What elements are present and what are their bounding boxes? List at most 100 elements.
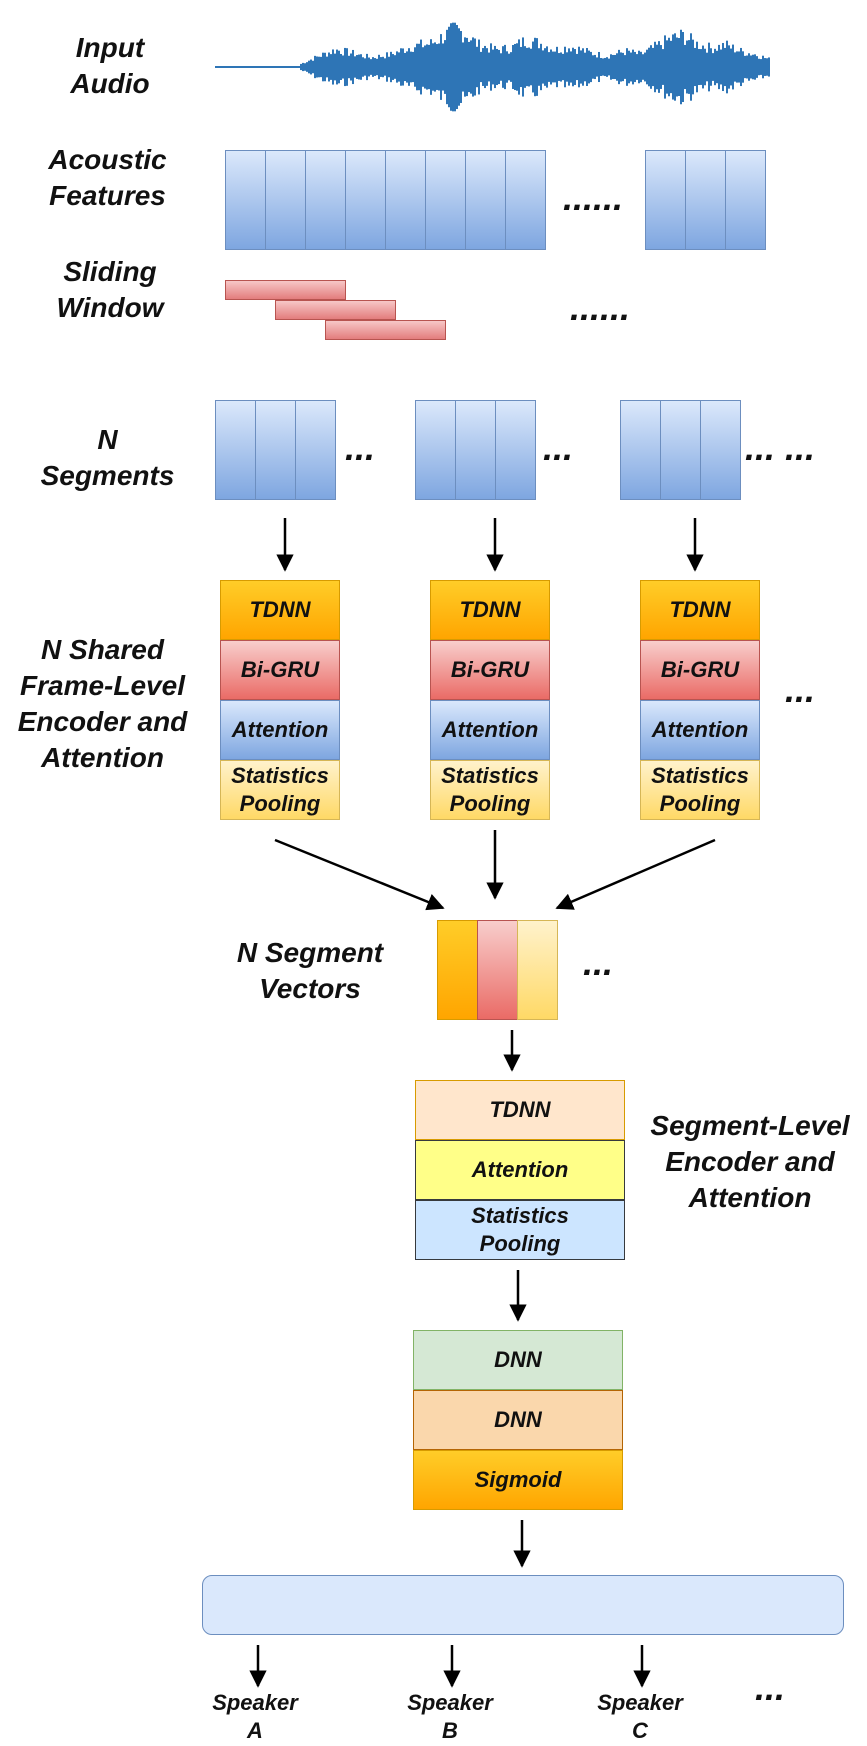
segment-2-ellipsis: ... [543, 427, 574, 468]
pooling-line: Pooling [659, 791, 741, 816]
waveform-sample [474, 38, 476, 96]
waveform-sample [356, 55, 358, 79]
waveform-sample [502, 46, 504, 88]
waveform-sample [536, 38, 538, 96]
waveform-sample [748, 53, 750, 81]
segment-frame [415, 400, 456, 500]
waveform-sample [702, 45, 704, 89]
feature-frame [505, 150, 546, 250]
bigru-block: Bi-GRU [220, 640, 340, 700]
arrow-encoder3-to-vectors [555, 838, 716, 910]
waveform-sample [582, 48, 584, 86]
label-line: Encoder and [665, 1146, 835, 1177]
waveform-sample [414, 47, 416, 87]
waveform-sample [588, 50, 590, 84]
waveform-sample [310, 59, 312, 75]
segment-vector [477, 920, 518, 1020]
waveform-sample [362, 57, 364, 77]
waveform-sample [558, 53, 560, 81]
waveform-sample [752, 54, 754, 80]
waveform-sample [434, 42, 436, 92]
waveform-sample [322, 52, 324, 82]
waveform-sample [364, 58, 366, 76]
waveform-sample [306, 62, 308, 72]
waveform-sample [534, 37, 536, 97]
label-acoustic-features: Acoustic Features [20, 142, 195, 214]
waveform-sample [722, 42, 724, 92]
features-ellipsis: ...... [563, 177, 624, 218]
speaker-line: C [632, 1718, 648, 1743]
waveform-sample [546, 46, 548, 88]
waveform-sample [332, 49, 334, 85]
waveform-sample [606, 57, 608, 77]
waveform-sample [580, 50, 582, 84]
segment-frame [295, 400, 336, 500]
waveform-sample [320, 56, 322, 78]
waveform-sample [432, 43, 434, 91]
label-line: Vectors [259, 973, 361, 1004]
waveform-sample [316, 56, 318, 78]
attention-block: Attention [220, 700, 340, 760]
waveform-sample [384, 58, 386, 76]
waveform-sample [682, 32, 684, 102]
waveform-sample [480, 51, 482, 83]
waveform-sample [678, 38, 680, 96]
waveform-sample [626, 48, 628, 86]
statistics-pooling-block: Statistics Pooling [430, 760, 550, 820]
waveform-sample [676, 37, 678, 97]
tdnn-block: TDNN [640, 580, 760, 640]
waveform-sample [760, 59, 762, 75]
label-line: Window [56, 292, 164, 323]
waveform-sample [586, 48, 588, 86]
waveform-sample [640, 51, 642, 83]
speaker-b-label: Speaker B [390, 1688, 510, 1746]
waveform-sample [496, 48, 498, 86]
waveform-sample [728, 45, 730, 89]
waveform-sample [616, 53, 618, 81]
waveform-sample [708, 42, 710, 92]
waveform-sample [742, 51, 744, 83]
waveform-sample [508, 53, 510, 81]
waveform-sample [472, 37, 474, 97]
waveform-sample [328, 52, 330, 82]
bigru-block: Bi-GRU [640, 640, 760, 700]
waveform-sample [422, 47, 424, 87]
waveform-sample [452, 22, 454, 112]
label-segment-level-encoder: Segment-Level Encoder and Attention [635, 1108, 865, 1216]
waveform-sample [764, 58, 766, 76]
dnn-block-2: DNN [413, 1390, 623, 1450]
waveform-sample [604, 57, 606, 77]
waveform-sample [690, 33, 692, 101]
waveform-sample [664, 35, 666, 99]
waveform-sample [360, 54, 362, 80]
waveform-sample [556, 46, 558, 88]
waveform-sample [366, 53, 368, 81]
segment-frame [495, 400, 536, 500]
feature-frame [645, 150, 686, 250]
waveform-sample [476, 46, 478, 88]
waveform-sample [482, 48, 484, 86]
waveform-sample [592, 55, 594, 79]
waveform-sample [470, 40, 472, 94]
waveform-sample [666, 40, 668, 94]
waveform-sample [504, 44, 506, 90]
waveform-sample [312, 60, 314, 74]
waveform-sample [680, 29, 682, 105]
waveform-sample [618, 49, 620, 85]
waveform-sample [540, 43, 542, 91]
speakers-ellipsis: ... [755, 1667, 786, 1708]
label-line: Attention [41, 742, 164, 773]
segment-frame [700, 400, 741, 500]
waveform-sample [410, 51, 412, 83]
waveform-sample [578, 46, 580, 88]
dnn-block-1: DNN [413, 1330, 623, 1390]
waveform-sample [396, 51, 398, 83]
waveform-sample [568, 48, 570, 86]
waveform-sample [712, 53, 714, 81]
waveform-sample [538, 48, 540, 86]
waveform-sample [424, 45, 426, 89]
waveform-sample [302, 62, 304, 72]
waveform-sample [600, 57, 602, 77]
waveform-sample [486, 48, 488, 86]
